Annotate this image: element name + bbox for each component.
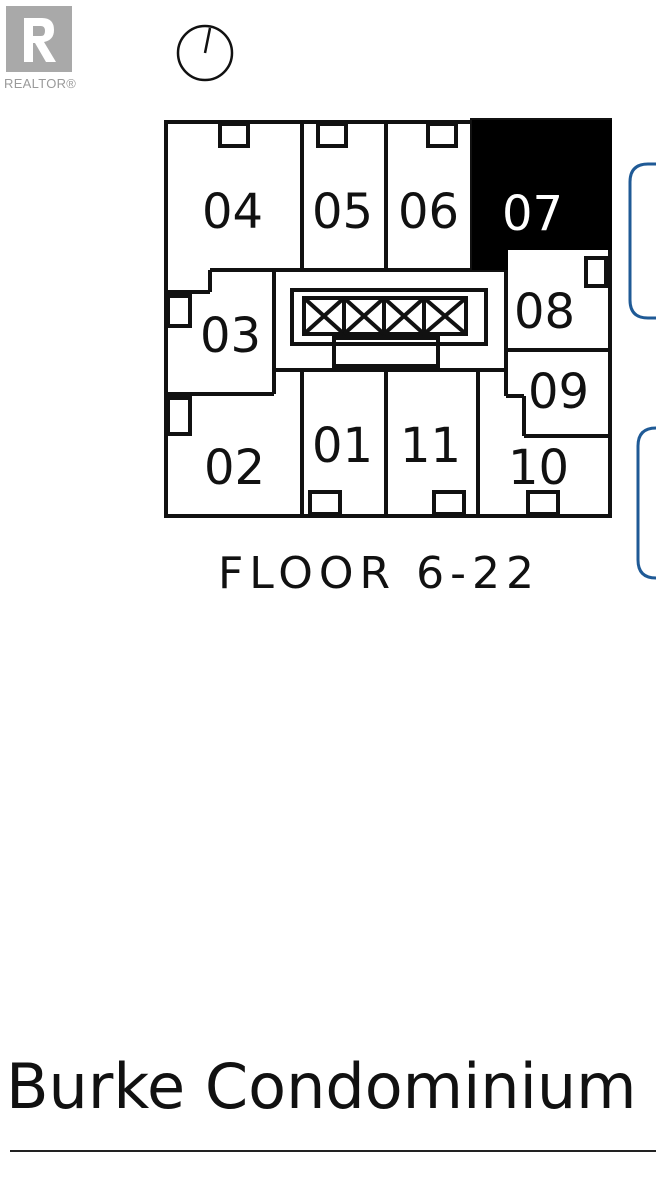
floor-range-label: FLOOR 6-22: [218, 548, 540, 599]
adjacent-plan-outline-bottom: [636, 426, 656, 580]
unit-label-07: 07: [502, 186, 563, 242]
building-name: Burke Condominium: [6, 1050, 637, 1123]
realtor-logo-mark: [6, 6, 72, 72]
floor-plan: 04 05 06 07 08 03 09 01 11 02 10: [164, 118, 656, 580]
unit-label-11: 11: [400, 418, 461, 474]
unit-label-05: 05: [312, 184, 373, 240]
unit-label-03: 03: [200, 308, 261, 364]
unit-label-09: 09: [528, 364, 589, 420]
realtor-logo: REALTOR®: [4, 4, 76, 91]
adjacent-plan-outline-top: [628, 162, 656, 320]
realtor-logo-text: REALTOR®: [4, 76, 77, 91]
divider-line: [10, 1150, 656, 1152]
north-compass-icon: [176, 24, 234, 82]
unit-label-06: 06: [398, 184, 459, 240]
unit-label-10: 10: [508, 440, 569, 496]
unit-07-highlight: [472, 120, 612, 270]
unit-label-08: 08: [514, 284, 575, 340]
unit-label-04: 04: [202, 184, 263, 240]
unit-label-02: 02: [204, 440, 265, 496]
unit-label-01: 01: [312, 418, 373, 474]
